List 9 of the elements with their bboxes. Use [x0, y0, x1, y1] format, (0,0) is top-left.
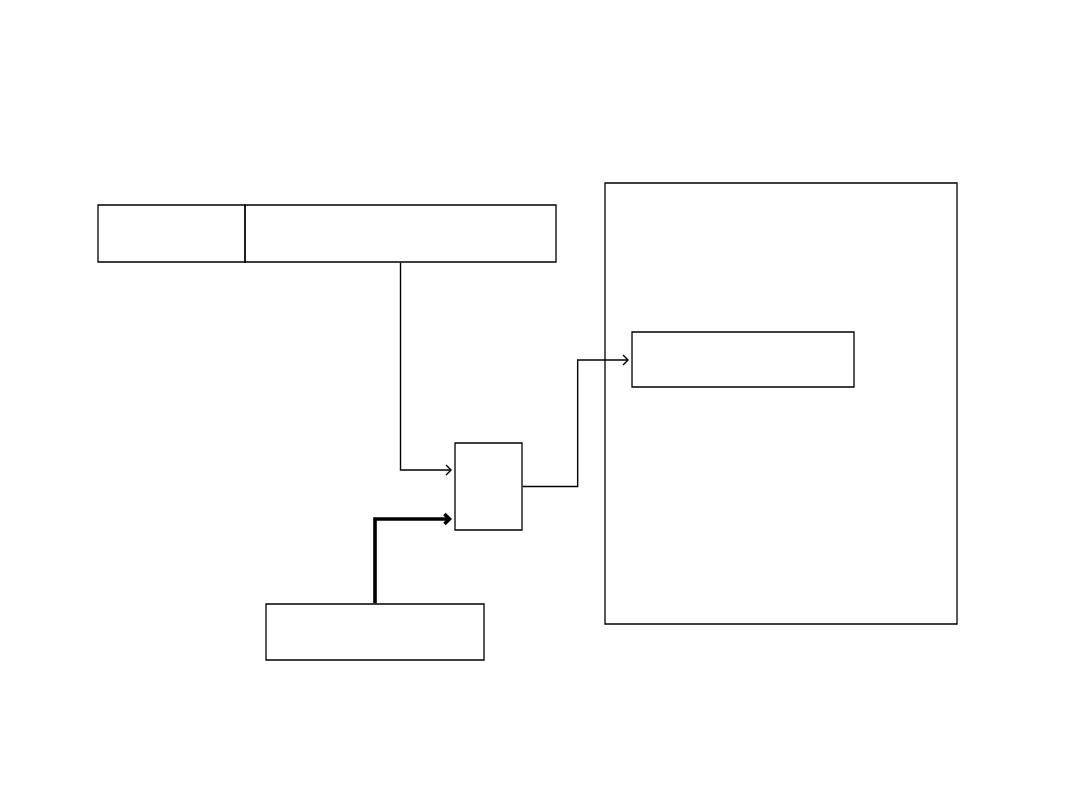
box [604, 182, 958, 625]
box [97, 204, 246, 263]
arrow [521, 354, 629, 488]
inner-box [631, 331, 855, 388]
arrow [373, 512, 452, 604]
box [265, 603, 485, 661]
arrow [399, 261, 452, 476]
box [244, 204, 557, 263]
box [454, 442, 523, 531]
